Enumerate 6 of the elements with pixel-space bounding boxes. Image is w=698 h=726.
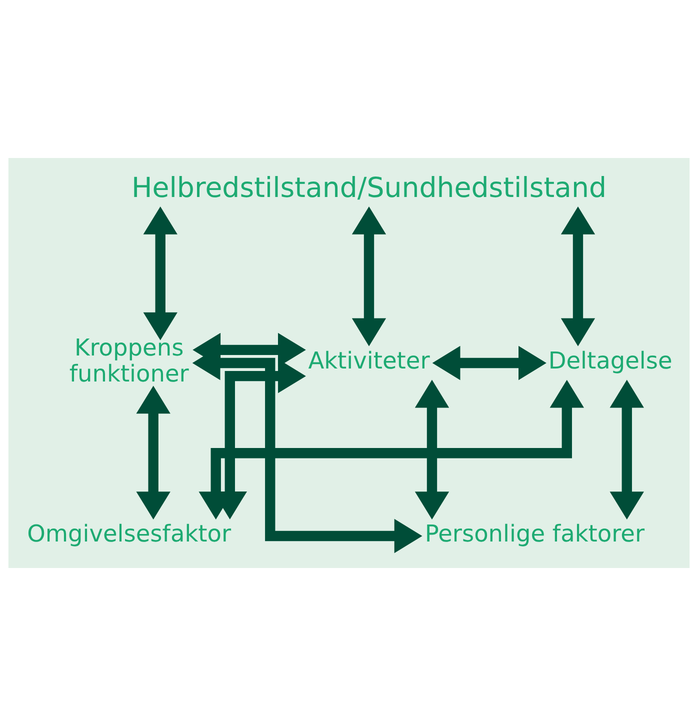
node-text: Personlige faktorer <box>424 520 645 548</box>
node-text: Aktiviteter <box>308 348 430 375</box>
node-text: Deltagelse <box>548 348 672 375</box>
node-text: Kroppens funktioner <box>69 334 189 388</box>
node-text: Helbredstilstand/Sundhedstilstand <box>132 170 606 204</box>
node-text: Omgivelsesfaktor <box>27 520 232 548</box>
